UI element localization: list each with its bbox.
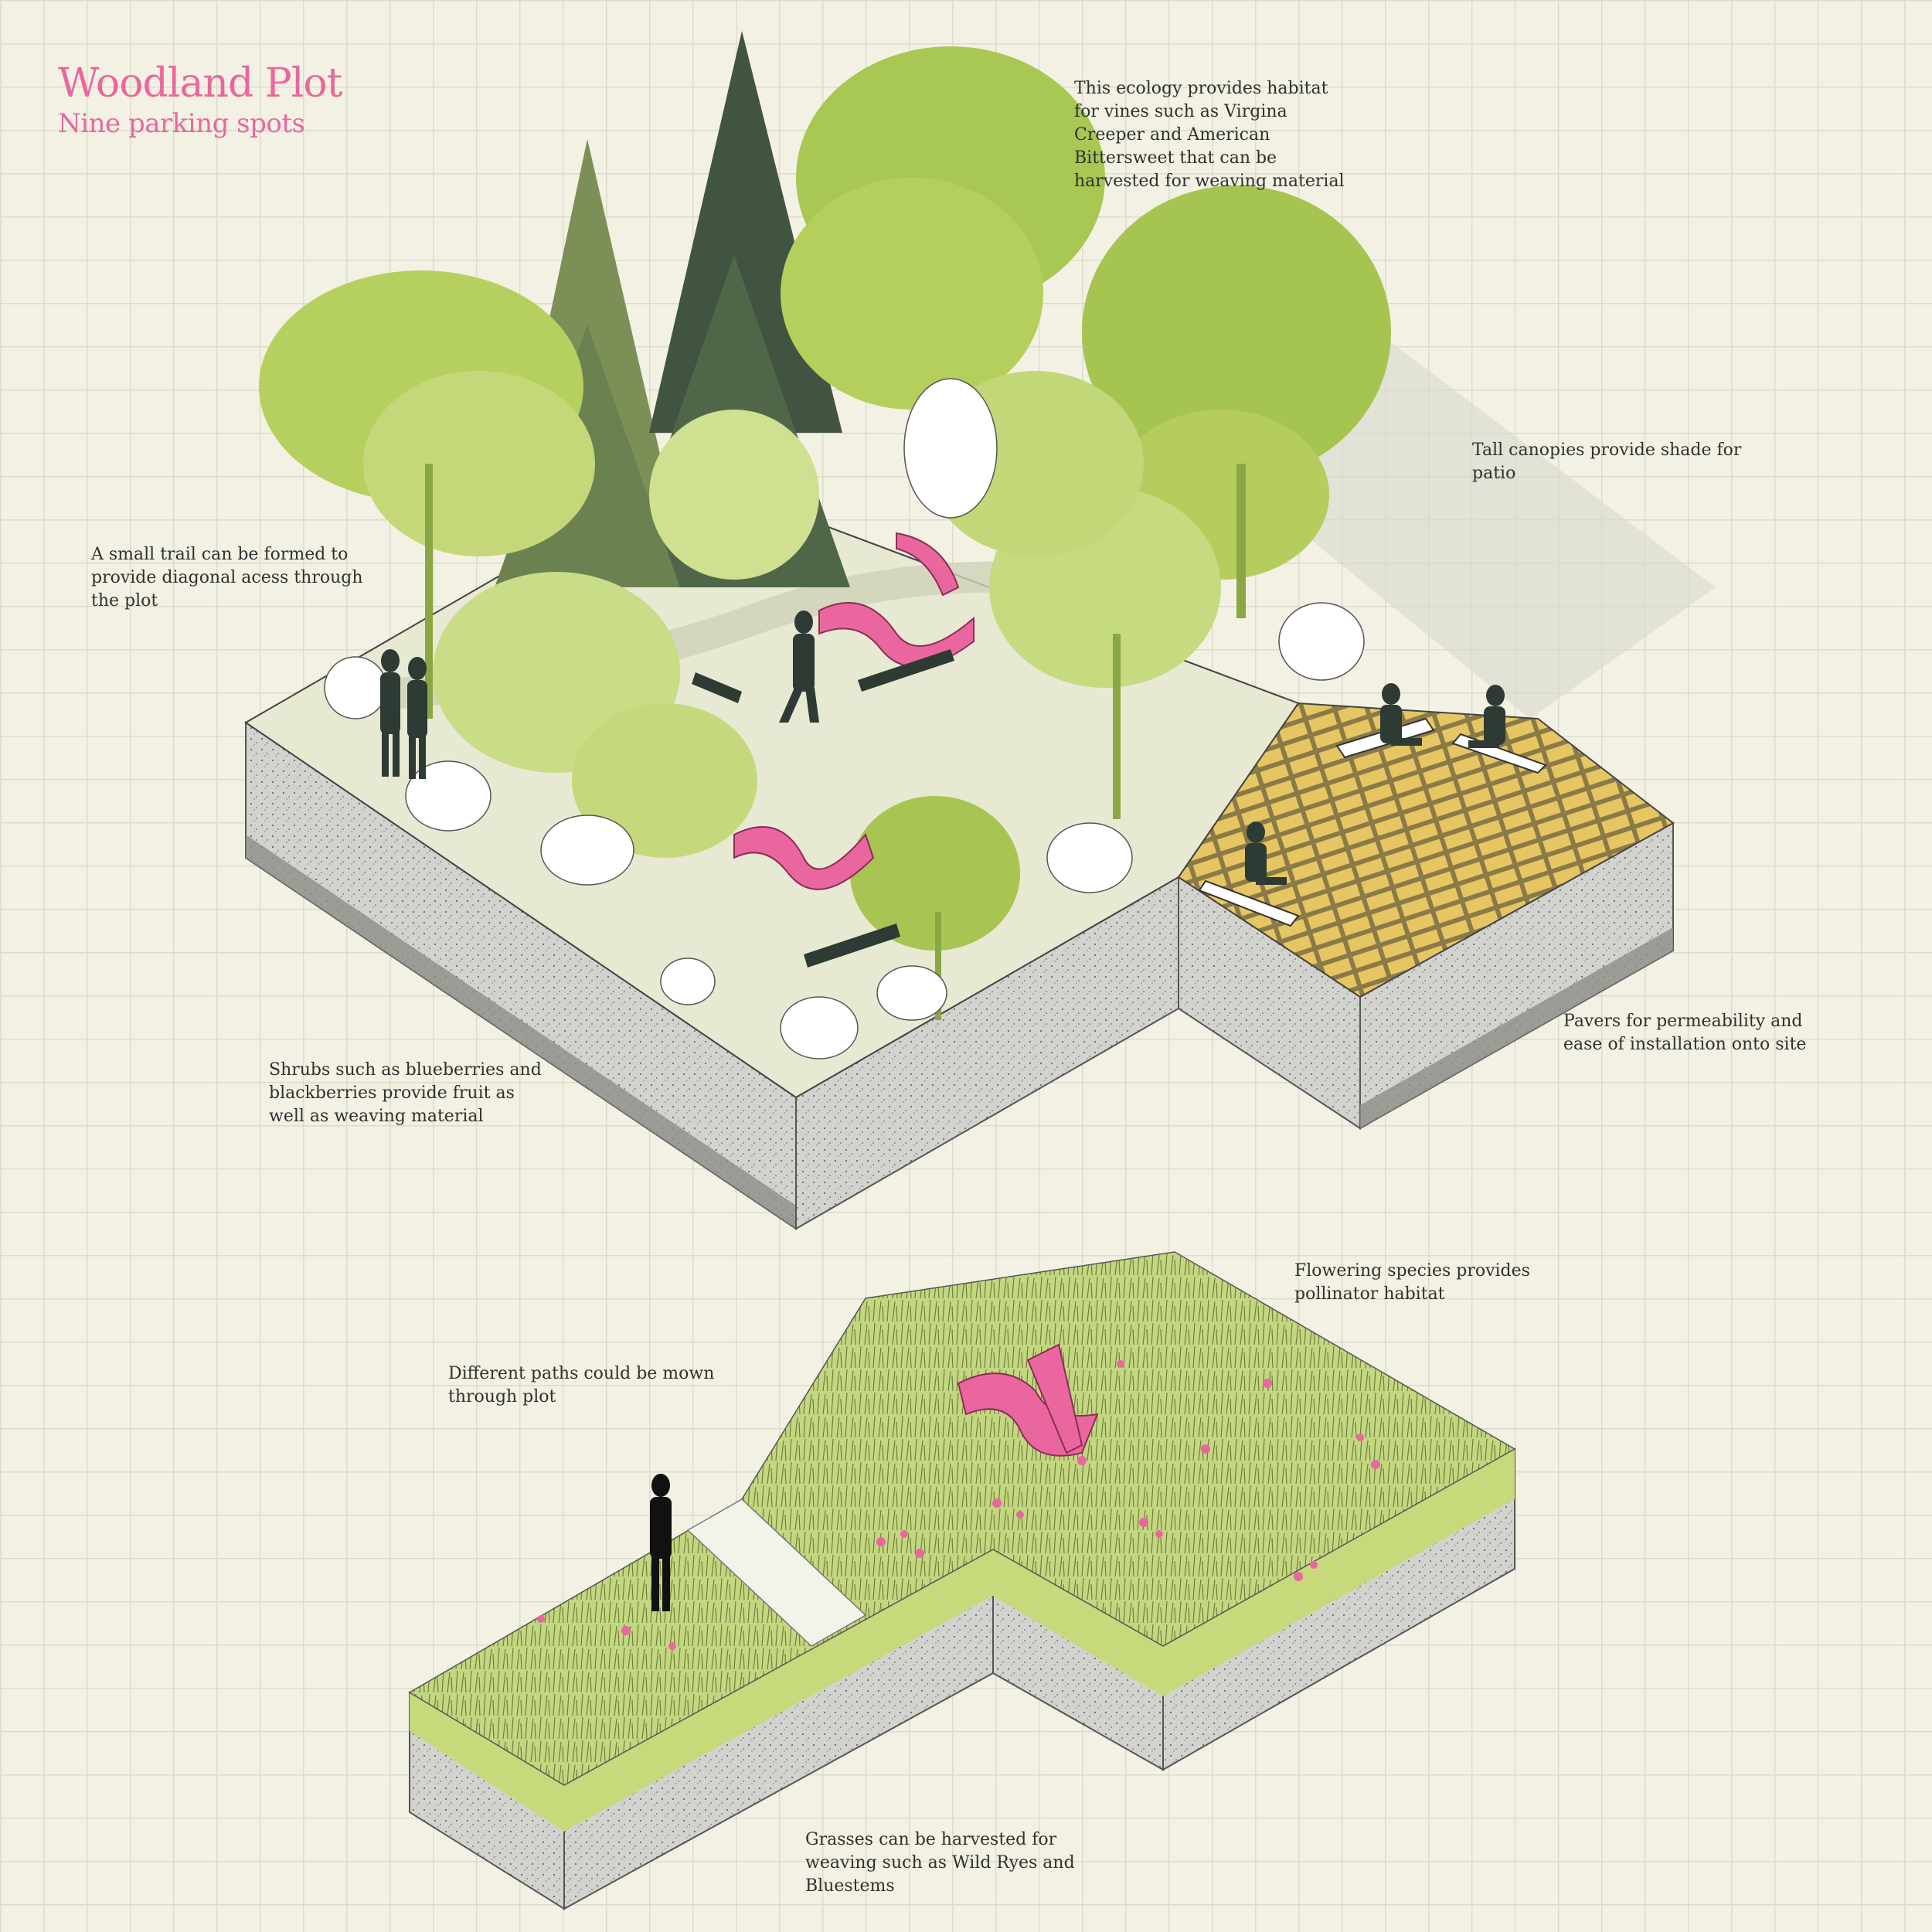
- annotation-flowering: Flowering species provides pollinator ha…: [1294, 1261, 1530, 1304]
- meadow-top: [408, 1251, 1516, 1786]
- annotation-pavers: Pavers for permeability and ease of inst…: [1563, 1012, 1807, 1054]
- pollinator-flowers: [537, 1360, 1380, 1650]
- people-silhouettes: [380, 611, 1505, 885]
- annotation-trail: A small trail can be formed to provide d…: [91, 545, 363, 611]
- person-couple: [380, 649, 427, 779]
- person-seated-2: [1468, 685, 1505, 748]
- annotation-grasses: Grasses can be harvested for weaving suc…: [805, 1830, 1075, 1896]
- mown-path: [686, 1498, 867, 1647]
- page-title: Woodland Plot: [58, 60, 343, 107]
- meadow-person-silhouette: [650, 1474, 672, 1611]
- weaving-sculptures: [733, 532, 975, 890]
- person-walking: [779, 611, 819, 723]
- annotation-canopies: Tall canopies provide shade for patio: [1472, 440, 1742, 483]
- logs: [692, 649, 954, 968]
- weaving-sculpture-1: [818, 602, 975, 668]
- page-subtitle: Nine parking spots: [58, 108, 305, 139]
- meadow-plot-model: [408, 1251, 1516, 1910]
- annotation-vines: This ecology provides habitat for vines …: [1074, 79, 1345, 191]
- person-seated-3: [1245, 821, 1287, 885]
- annotation-shrubs: Shrubs such as blueberries and blackberr…: [269, 1060, 542, 1126]
- woodland-plot-model: [244, 31, 1716, 1230]
- patio-pavers: [1177, 702, 1675, 998]
- annotation-paths: Different paths could be mown through pl…: [448, 1364, 715, 1406]
- meadow-weaving-sculpture: [957, 1343, 1099, 1457]
- weaving-sculpture-2: [733, 826, 875, 890]
- person-seated-1: [1380, 683, 1422, 746]
